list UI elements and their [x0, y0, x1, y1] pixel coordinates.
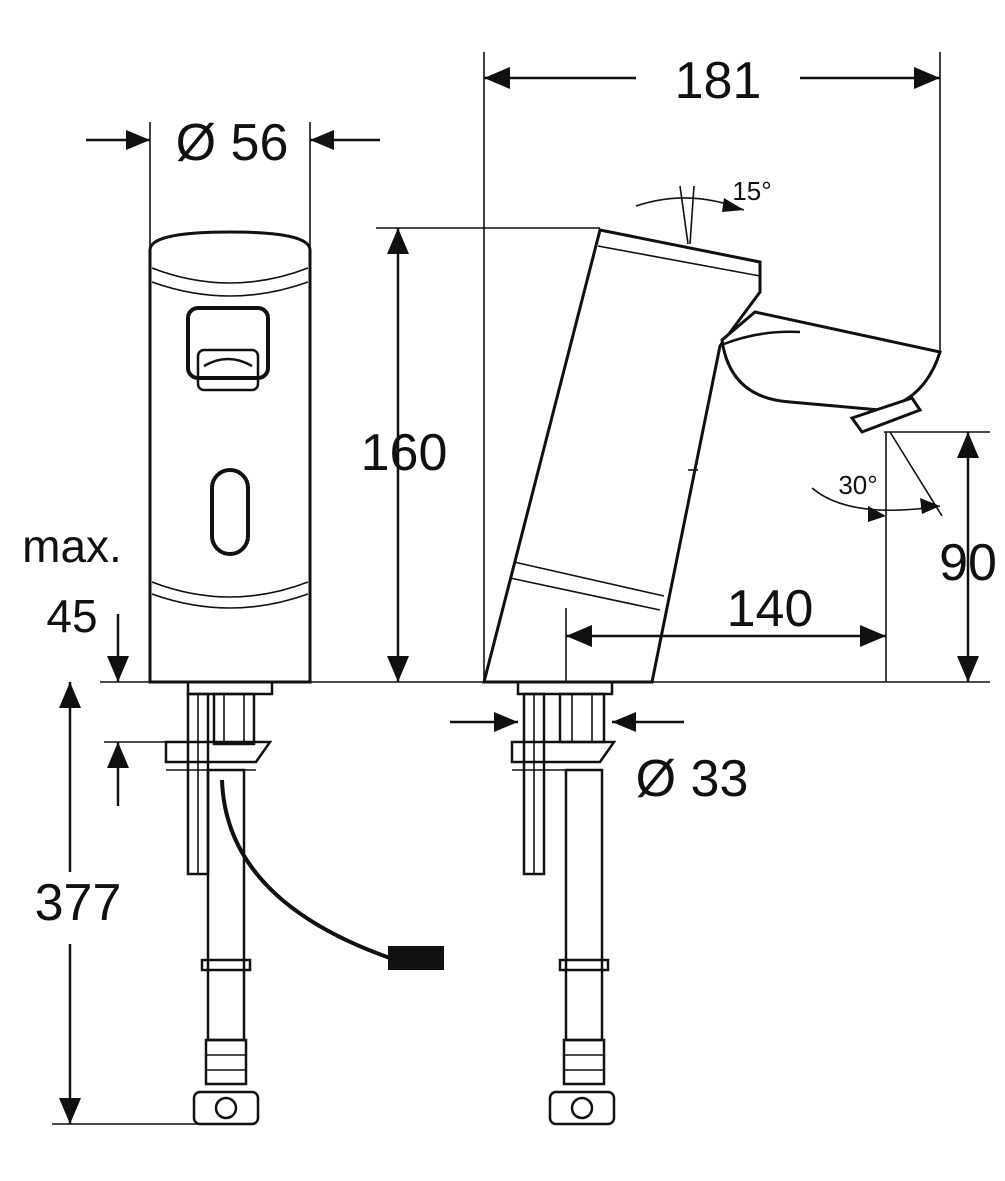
label-angle-30: 30°: [838, 470, 877, 500]
dimension-labels: 181 Ø 56 160 15° 30° 90 140 max. 45 Ø 33…: [22, 52, 997, 932]
indicator-oval: [210, 468, 250, 556]
label-height: 160: [361, 424, 448, 482]
label-max-thickness: 45: [46, 590, 97, 642]
dimension-lines: [52, 52, 990, 1125]
aerator: [849, 396, 923, 434]
spout: [720, 310, 942, 412]
side-view: [482, 228, 942, 1126]
sensor-cable: [220, 779, 391, 960]
label-body-diameter: Ø 56: [176, 114, 289, 172]
label-spout-reach: 140: [727, 580, 814, 638]
label-hose-length: 377: [35, 874, 122, 932]
label-overall-length: 181: [675, 52, 762, 110]
sensor-window: [186, 306, 270, 380]
label-shank-diameter: Ø 33: [636, 750, 749, 808]
label-angle-15: 15°: [732, 176, 771, 206]
front-view: [148, 230, 444, 1126]
side-braided-hose: [564, 768, 604, 1042]
front-body: [148, 230, 312, 684]
cable-connector: [388, 946, 444, 970]
label-outlet-height: 90: [939, 534, 997, 592]
side-body: [482, 228, 762, 684]
label-max: max.: [22, 520, 122, 572]
